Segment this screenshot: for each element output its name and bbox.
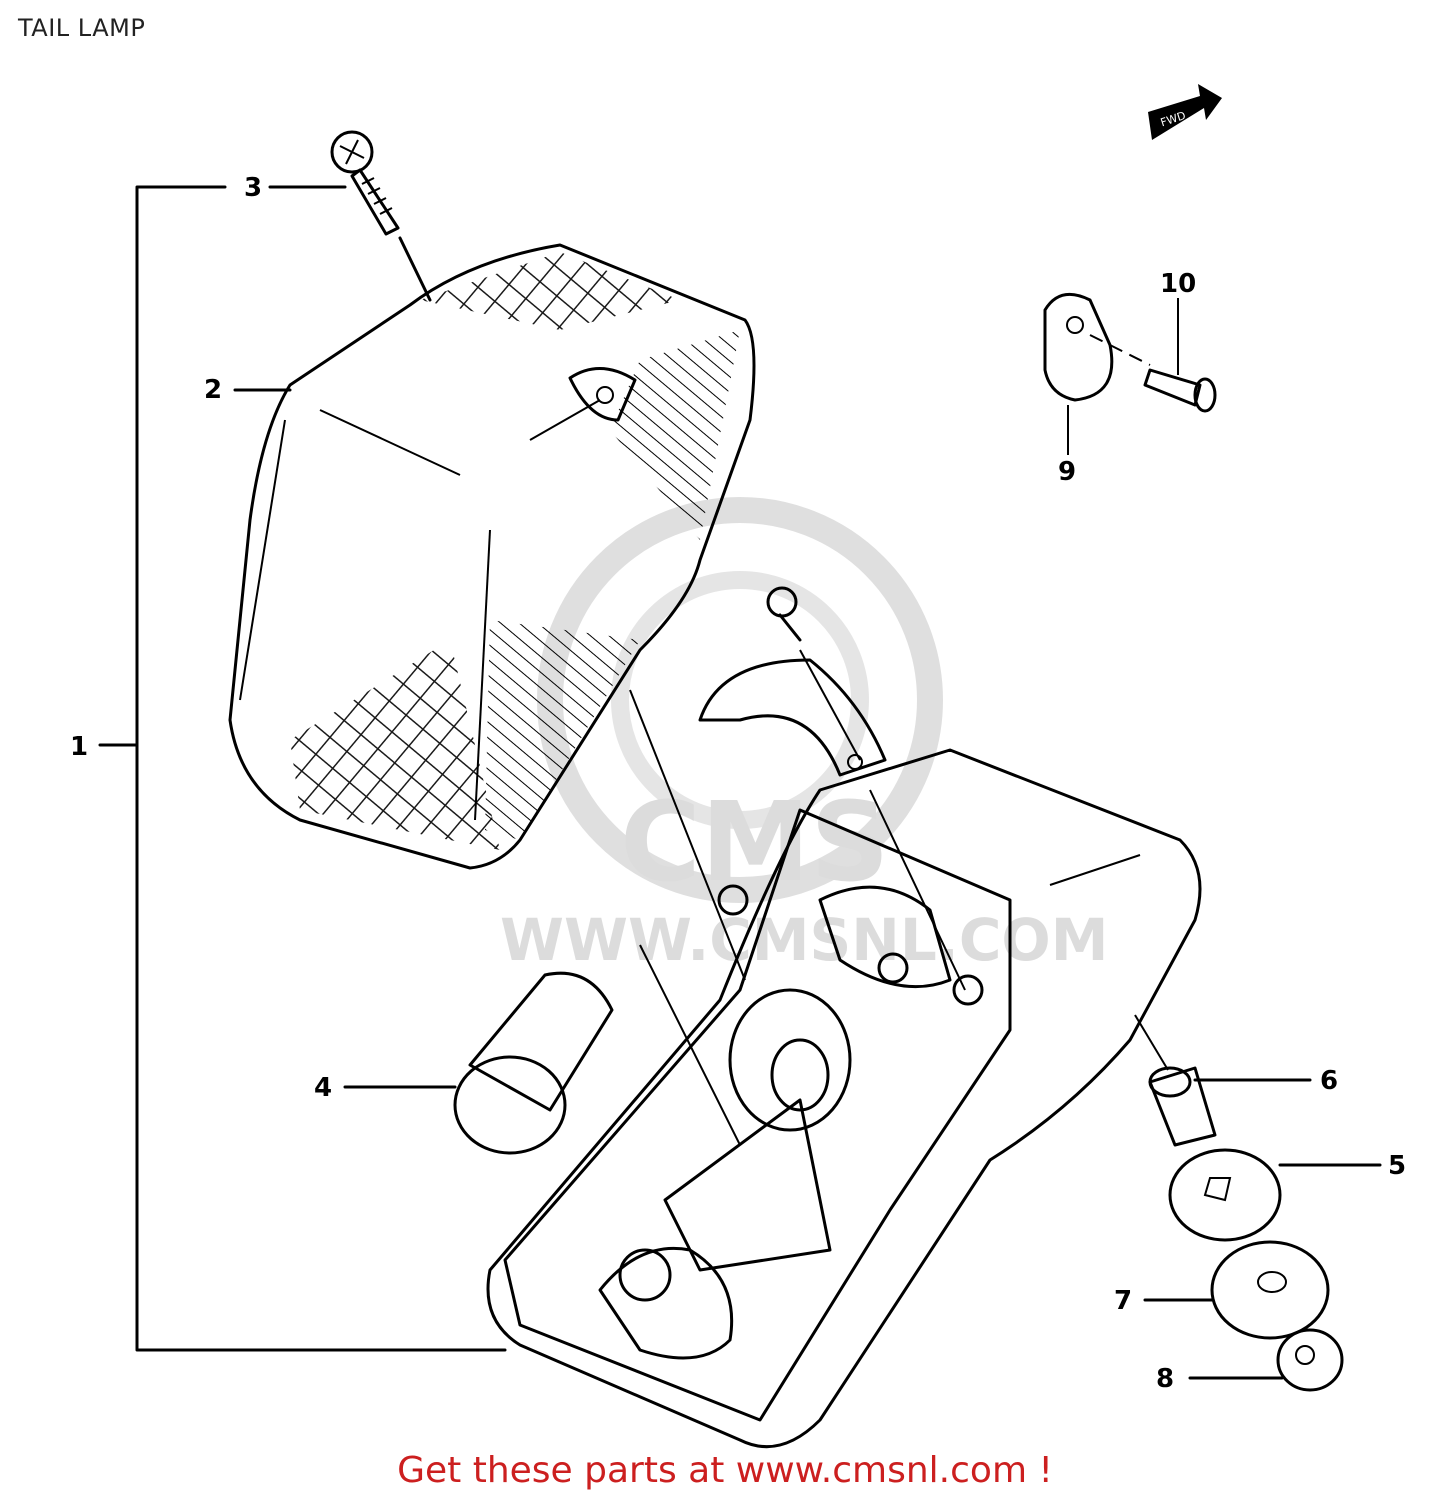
callout-8: 8	[1156, 1364, 1174, 1394]
diagram-title: TAIL LAMP	[18, 14, 146, 42]
callout-1: 1	[70, 732, 88, 762]
assembly-bracket-1	[98, 185, 507, 1352]
lamp-housing	[486, 586, 1202, 1449]
callout-4: 4	[314, 1073, 332, 1103]
part-3-screw	[330, 130, 432, 302]
callout-7: 7	[1114, 1286, 1132, 1316]
fwd-arrow-icon: FWD	[1148, 84, 1222, 140]
callout-3: 3	[244, 173, 262, 203]
footer-link-text[interactable]: Get these parts at www.cmsnl.com !	[397, 1450, 1053, 1491]
callout-10: 10	[1160, 269, 1196, 299]
bracket-9-screw-10	[1043, 292, 1217, 455]
watermark-logo: CMS	[620, 778, 889, 906]
callout-9: 9	[1058, 457, 1076, 487]
callout-6: 6	[1320, 1066, 1338, 1096]
watermark-url: WWW.CMSNL.COM	[500, 906, 1108, 974]
part-2-lens	[228, 243, 756, 870]
callout-labels: 1 2 3 4 5 6 7 8 9 10	[70, 173, 1406, 1394]
part-4-bulb	[343, 971, 614, 1155]
mounting-hardware	[1134, 1014, 1382, 1392]
callout-2: 2	[204, 375, 222, 405]
callout-5: 5	[1388, 1151, 1406, 1181]
cms-watermark: CMS WWW.CMSNL.COM	[500, 497, 1108, 974]
